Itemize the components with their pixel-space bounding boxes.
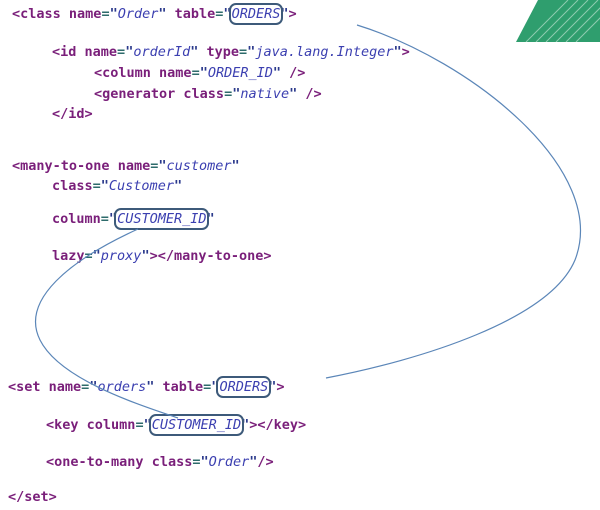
- class-open-line: <class name="Order" table="ORDERS">: [12, 3, 297, 25]
- column-name-value: ORDER_ID: [207, 65, 273, 81]
- tag-close: >: [401, 44, 410, 60]
- many-to-one-open-line: <many-to-one name="customer": [12, 158, 240, 174]
- attr-column: column: [52, 211, 101, 227]
- attr-class: class: [52, 178, 93, 194]
- class-table-value-highlight: ORDERS: [228, 3, 284, 25]
- id-close-tag: </id>: [52, 106, 93, 122]
- generator-tag: <generator: [94, 86, 176, 102]
- attr-name: name: [117, 158, 151, 174]
- tag-close: />: [297, 86, 322, 102]
- many-to-one-column-line: column="CUSTOMER_ID": [52, 208, 215, 230]
- many-to-one-column-value-highlight: CUSTOMER_ID: [114, 208, 210, 230]
- corner-decoration: [516, 0, 600, 42]
- tag-close: >: [276, 379, 285, 395]
- many-to-one-lazy-line: lazy="proxy"></many-to-one>: [52, 248, 272, 264]
- tag-close: />: [281, 65, 306, 81]
- key-tag: <key: [46, 417, 79, 433]
- set-tag: <set: [8, 379, 41, 395]
- id-open-line: <id name="orderId" type="java.lang.Integ…: [52, 44, 410, 60]
- one-to-many-class-value: Order: [208, 454, 250, 470]
- generator-class-value: native: [240, 86, 290, 102]
- many-to-one-close-tag: ></many-to-one>: [149, 248, 272, 264]
- many-to-one-tag: <many-to-one: [12, 158, 110, 174]
- key-line: <key column="CUSTOMER_ID"></key>: [46, 414, 307, 436]
- id-type-value: java.lang.Integer: [255, 44, 394, 60]
- generator-line: <generator class="native" />: [94, 86, 322, 102]
- class-name-value: Order: [117, 6, 159, 22]
- set-name-value: orders: [97, 379, 147, 395]
- many-to-one-class-value: Customer: [108, 178, 174, 194]
- attr-lazy: lazy: [52, 248, 85, 264]
- attr-table: table: [174, 6, 216, 22]
- set-close-line: </set>: [8, 489, 57, 505]
- attr-column: column: [86, 417, 136, 433]
- many-to-one-class-line: class="Customer": [52, 178, 183, 194]
- attr-name: name: [159, 65, 192, 81]
- key-column-value-highlight: CUSTOMER_ID: [148, 414, 245, 436]
- many-to-one-lazy-value: proxy: [100, 248, 142, 264]
- key-close-tag: ></key>: [249, 417, 307, 433]
- tag-close: >: [288, 6, 297, 22]
- attr-class: class: [183, 86, 225, 102]
- column-tag: <column: [94, 65, 151, 81]
- set-open-line: <set name="orders" table="ORDERS">: [8, 376, 285, 398]
- tag-close: />: [257, 454, 274, 470]
- attr-class: class: [151, 454, 193, 470]
- many-to-one-name-value: customer: [166, 158, 232, 174]
- orders-connector-curve: [325, 24, 582, 379]
- column-line: <column name="ORDER_ID" />: [94, 65, 306, 81]
- one-to-many-tag: <one-to-many: [46, 454, 144, 470]
- id-name-value: orderId: [133, 44, 191, 60]
- attr-name: name: [84, 44, 118, 60]
- set-table-value-highlight: ORDERS: [216, 376, 272, 398]
- attr-type: type: [206, 44, 240, 60]
- attr-name: name: [68, 6, 102, 22]
- class-tag: <class: [12, 6, 61, 22]
- id-close-line: </id>: [52, 106, 93, 122]
- id-tag: <id: [52, 44, 77, 60]
- set-close-tag: </set>: [8, 489, 57, 505]
- attr-table: table: [162, 379, 204, 395]
- attr-name: name: [48, 379, 82, 395]
- one-to-many-line: <one-to-many class="Order"/>: [46, 454, 274, 470]
